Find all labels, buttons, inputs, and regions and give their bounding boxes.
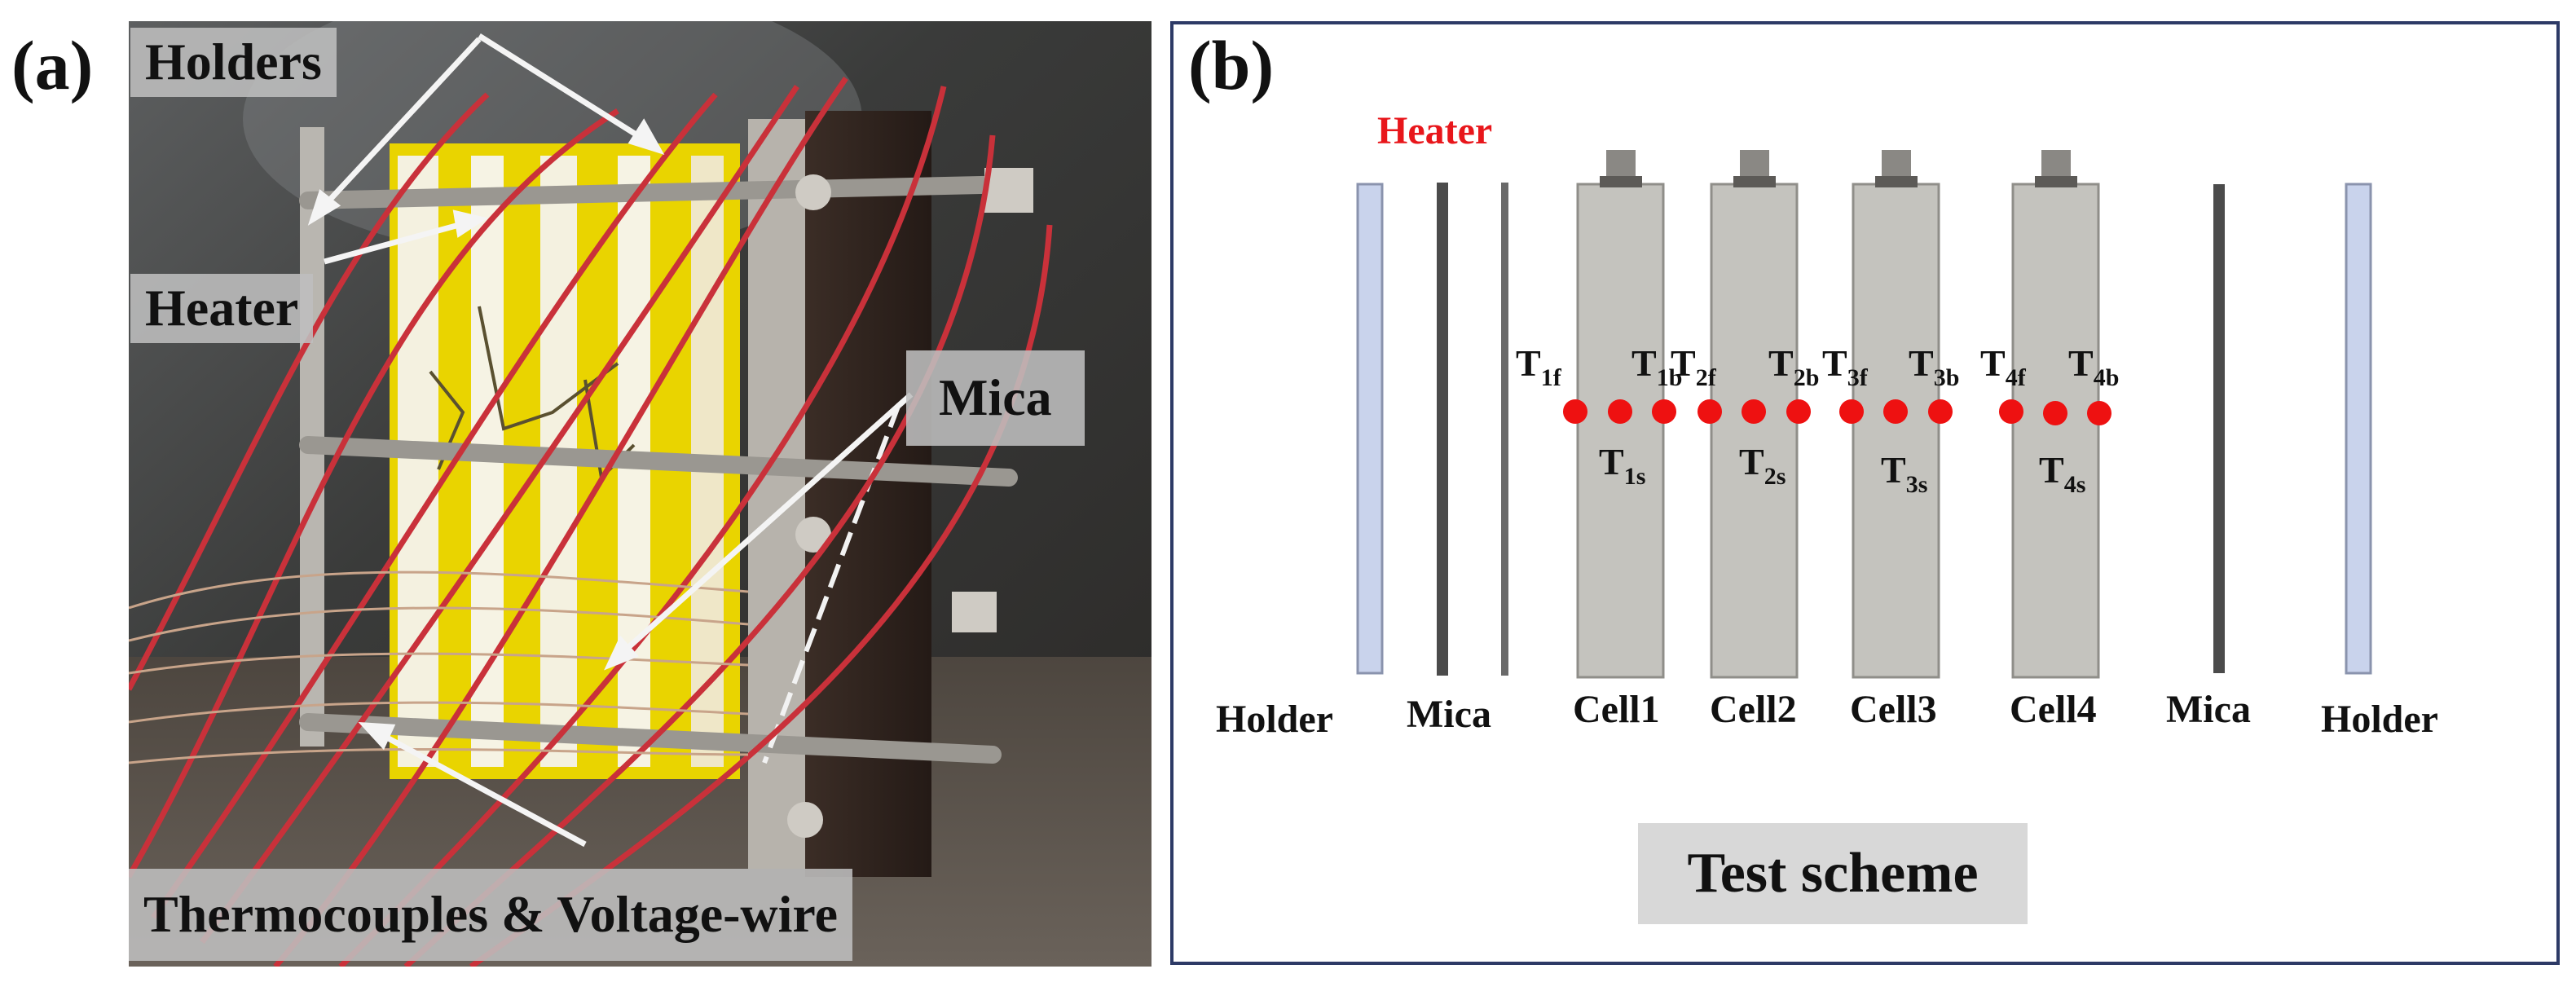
heater-plate xyxy=(1501,183,1508,676)
cell2-label: Cell2 xyxy=(1710,688,1797,731)
left-holder xyxy=(1356,183,1384,675)
sensor-dot-t1s xyxy=(1608,399,1632,424)
mica-tag: Mica xyxy=(906,350,1085,446)
sensor-dot-t3s xyxy=(1883,399,1908,424)
sensor-label-t3s: T3s xyxy=(1881,449,1927,498)
holders-tag: Holders xyxy=(130,28,337,97)
sensor-label-t2f: T2f xyxy=(1671,342,1717,391)
sensor-label-t1f: T1f xyxy=(1516,342,1562,391)
sensor-dot-t3f xyxy=(1839,399,1864,424)
cell-4 xyxy=(2011,150,2100,679)
sensor-label-t4b: T4b xyxy=(2068,342,2119,391)
sensor-label-t1b: T1b xyxy=(1631,342,1682,391)
holder-right-label: Holder xyxy=(2321,698,2438,741)
heater-tag: Heater xyxy=(130,274,314,343)
sensor-label-t4f: T4f xyxy=(1980,342,2027,391)
cell3-label: Cell3 xyxy=(1850,688,1937,731)
test-scheme-caption: Test scheme xyxy=(1638,823,2028,924)
right-mica xyxy=(2213,184,2225,673)
sensor-dot-t1b xyxy=(1652,399,1676,424)
cell-2 xyxy=(1710,150,1799,679)
cell-1 xyxy=(1576,150,1665,679)
sensor-dot-t4s xyxy=(2043,401,2067,425)
cell-3 xyxy=(1852,150,1940,679)
sensor-dot-t2f xyxy=(1698,399,1722,424)
sensor-label-t3f: T3f xyxy=(1822,342,1869,391)
sensor-label-t3b: T3b xyxy=(1909,342,1959,391)
sensor-dot-t2b xyxy=(1786,399,1811,424)
left-mica xyxy=(1437,183,1448,676)
sensor-dot-t4b xyxy=(2087,401,2111,425)
mica-right-label: Mica xyxy=(2166,688,2251,731)
cell4-label: Cell4 xyxy=(2010,688,2097,731)
cell1-label: Cell1 xyxy=(1573,688,1660,731)
test-scheme-diagram: Heater T1f T1b T2f T2b T3 xyxy=(1216,109,2438,741)
sensor-label-t2s: T2s xyxy=(1739,441,1786,490)
sensor-label-t2b: T2b xyxy=(1768,342,1819,391)
holder-left-label: Holder xyxy=(1216,698,1333,741)
mica-left-label: Mica xyxy=(1407,693,1491,736)
right-holder xyxy=(2345,183,2372,675)
sensor-dot-t1f xyxy=(1563,399,1587,424)
sensor-label-t4s: T4s xyxy=(2039,449,2085,498)
sensor-dot-t2s xyxy=(1742,399,1766,424)
panel-b-label: (b) xyxy=(1188,26,1275,104)
scheme-frame xyxy=(1170,21,2560,965)
heater-label: Heater xyxy=(1377,109,1492,152)
sensor-dot-t4f xyxy=(1999,399,2023,424)
thermocouples-tag: Thermocouples & Voltage-wire xyxy=(129,869,853,961)
panel-a-label: (a) xyxy=(11,26,94,104)
mica-plate xyxy=(805,111,931,877)
sensor-label-t1s: T1s xyxy=(1599,441,1645,490)
battery-module-photo: Holders Heater Mica Thermocouples & Volt… xyxy=(125,0,1151,969)
sensor-dot-t3b xyxy=(1928,399,1953,424)
